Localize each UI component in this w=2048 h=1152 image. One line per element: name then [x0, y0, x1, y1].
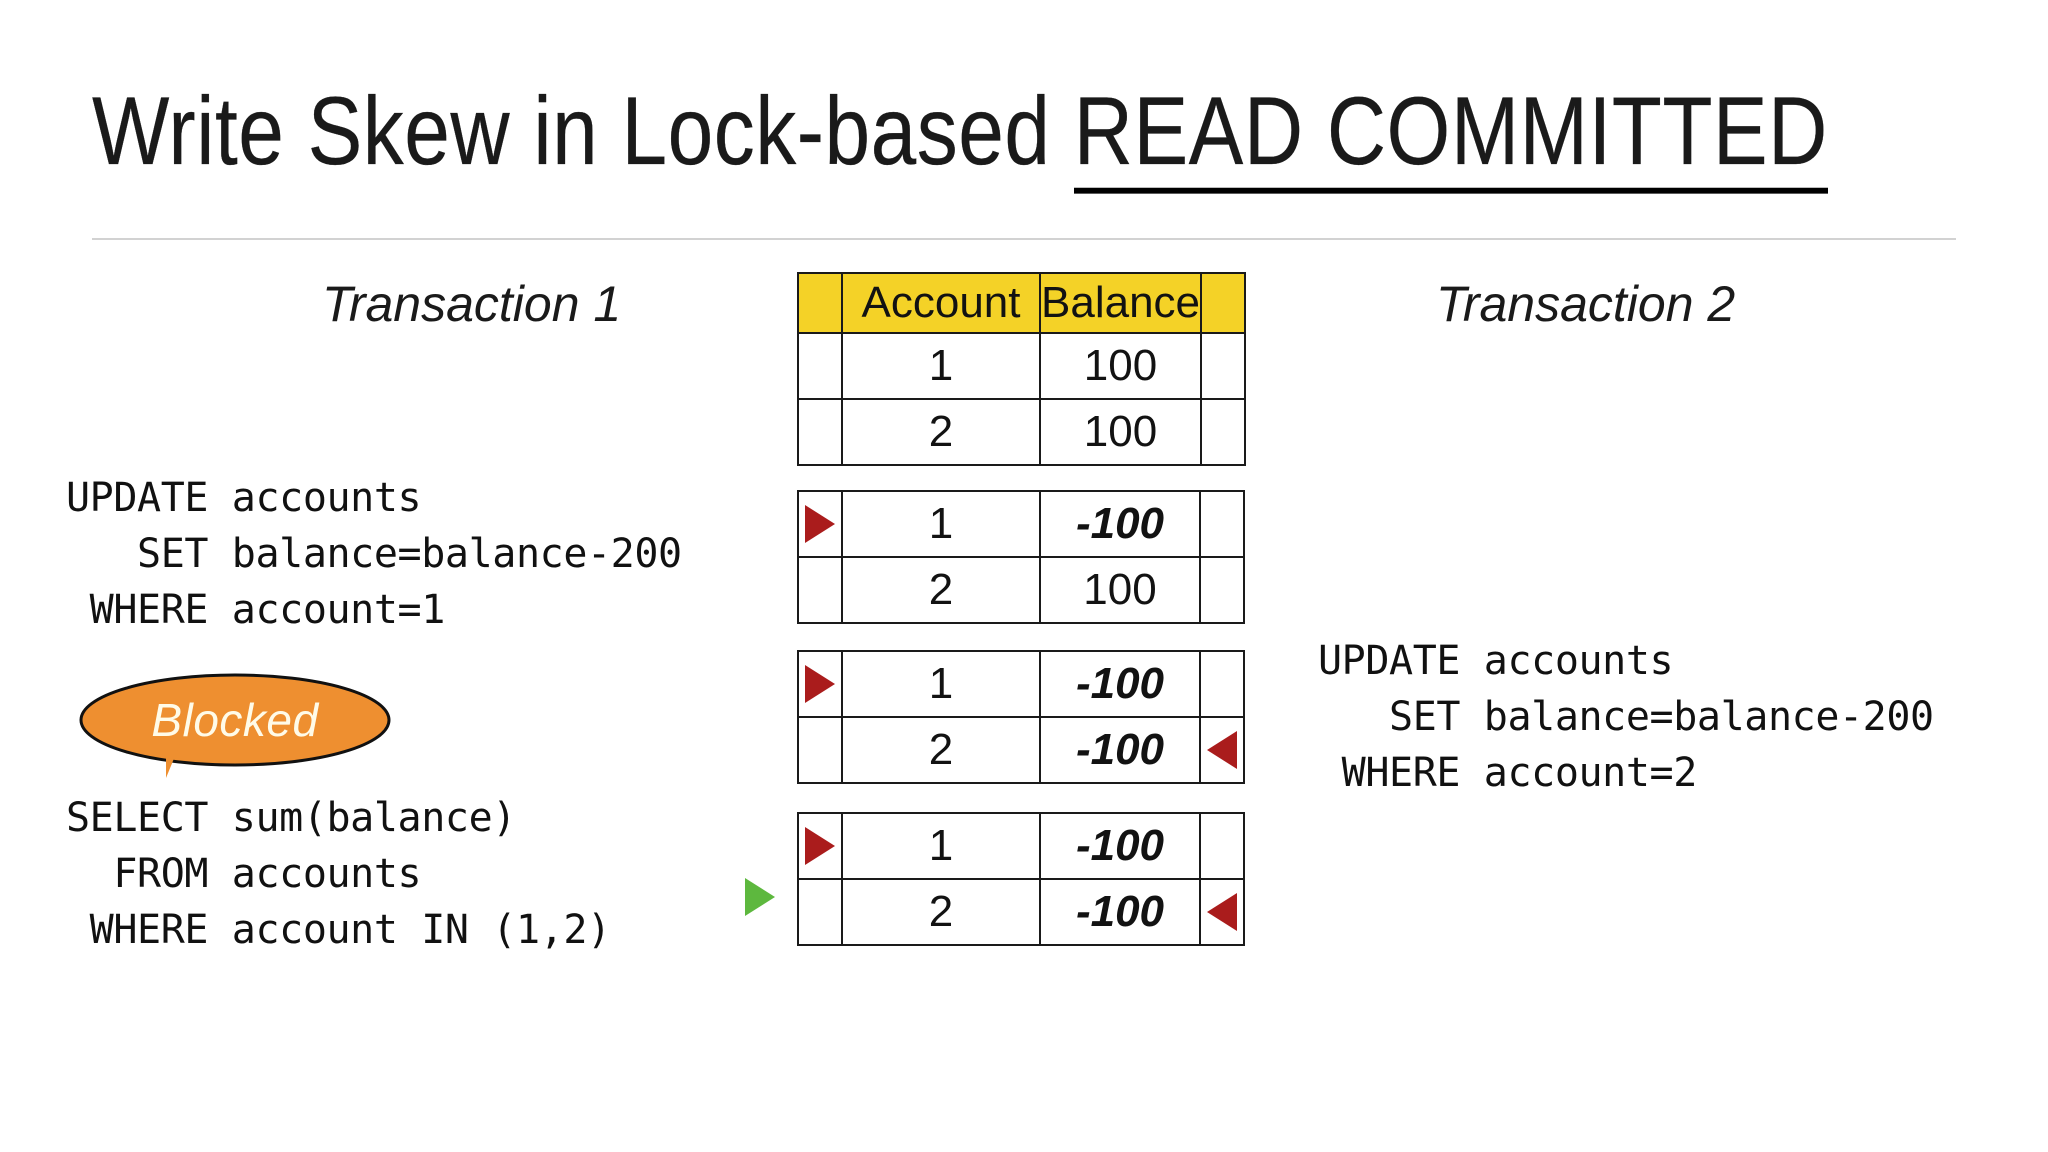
header-balance: Balance	[1038, 272, 1203, 334]
cell-account: 1	[841, 812, 1041, 880]
red-left-triangle-icon	[1207, 893, 1237, 931]
row-marker-left	[797, 490, 843, 558]
cell-balance: -100	[1039, 716, 1201, 784]
sql-transaction1-update: UPDATE accounts SET balance=balance-200 …	[66, 475, 682, 633]
red-right-triangle-icon	[805, 505, 835, 543]
callout-tail	[166, 734, 210, 778]
callout-ellipse	[79, 673, 391, 767]
cell-balance: 100	[1038, 332, 1203, 400]
header-account: Account	[841, 272, 1041, 334]
table-row: 2 -100	[797, 716, 1245, 784]
green-right-triangle-icon	[745, 878, 775, 916]
accounts-snapshot-table: 1 -100 2 -100	[797, 812, 1245, 946]
table-body: 1 -100 2 -100	[797, 650, 1245, 784]
row-marker-left	[797, 878, 843, 946]
row-marker-left	[797, 812, 843, 880]
row-marker-right	[1199, 556, 1245, 624]
table-row: 2 100	[797, 398, 1247, 466]
accounts-snapshot-table: 1 -100 2 -100	[797, 650, 1245, 784]
page-title-emphasis: READ COMMITTED	[1074, 78, 1828, 194]
cell-account: 2	[841, 556, 1041, 624]
accounts-snapshot-table: 1 -100 2 100	[797, 490, 1245, 624]
table-row: 1 -100	[797, 812, 1245, 880]
page-title: Write Skew in Lock-based READ COMMITTED	[92, 78, 1972, 194]
row-marker-right	[1200, 398, 1247, 466]
table-header-row: Account Balance	[797, 272, 1247, 334]
page-title-plain: Write Skew in Lock-based	[92, 78, 1074, 186]
cell-balance: -100	[1039, 650, 1201, 718]
row-marker-left	[797, 650, 843, 718]
row-marker-left	[797, 332, 843, 400]
cell-balance: 100	[1039, 556, 1201, 624]
transaction-2-heading: Transaction 2	[1436, 276, 1736, 332]
cell-account: 1	[841, 490, 1041, 558]
row-marker-right	[1199, 716, 1245, 784]
cell-balance: -100	[1039, 878, 1201, 946]
red-right-triangle-icon	[805, 827, 835, 865]
red-right-triangle-icon	[805, 665, 835, 703]
table-row: 1 100	[797, 332, 1247, 400]
cell-balance: -100	[1039, 490, 1201, 558]
table-row: 1 -100	[797, 650, 1245, 718]
header-marker-left	[797, 272, 843, 334]
table-row: 2 -100	[797, 878, 1245, 946]
row-marker-left	[797, 716, 843, 784]
red-left-triangle-icon	[1207, 731, 1237, 769]
cell-account: 1	[841, 650, 1041, 718]
sql-transaction2-update: UPDATE accounts SET balance=balance-200 …	[1318, 638, 1934, 796]
table-row: 2 100	[797, 556, 1245, 624]
title-divider	[92, 238, 1956, 240]
header-marker-right	[1200, 272, 1247, 334]
table-body: 1 -100 2 100	[797, 490, 1245, 624]
cell-balance: 100	[1038, 398, 1203, 466]
cell-account: 2	[841, 878, 1041, 946]
row-marker-right	[1200, 332, 1247, 400]
cell-account: 2	[841, 398, 1041, 466]
row-marker-right	[1199, 812, 1245, 880]
blocked-callout: Blocked	[78, 672, 392, 778]
table-body: 1 -100 2 -100	[797, 812, 1245, 946]
row-marker-left	[797, 398, 843, 466]
row-marker-left	[797, 556, 843, 624]
cell-account: 1	[841, 332, 1041, 400]
cell-account: 2	[841, 716, 1041, 784]
table-body: 1 100 2 100	[797, 332, 1247, 466]
sql-transaction1-select: SELECT sum(balance) FROM accounts WHERE …	[66, 795, 611, 953]
table-row: 1 -100	[797, 490, 1245, 558]
cell-balance: -100	[1039, 812, 1201, 880]
transaction-1-heading: Transaction 1	[322, 276, 622, 332]
row-marker-right	[1199, 650, 1245, 718]
accounts-snapshot-table: Account Balance 1 100 2 100	[797, 272, 1247, 466]
row-marker-right	[1199, 878, 1245, 946]
blocked-label: Blocked	[151, 694, 319, 746]
row-marker-right	[1199, 490, 1245, 558]
